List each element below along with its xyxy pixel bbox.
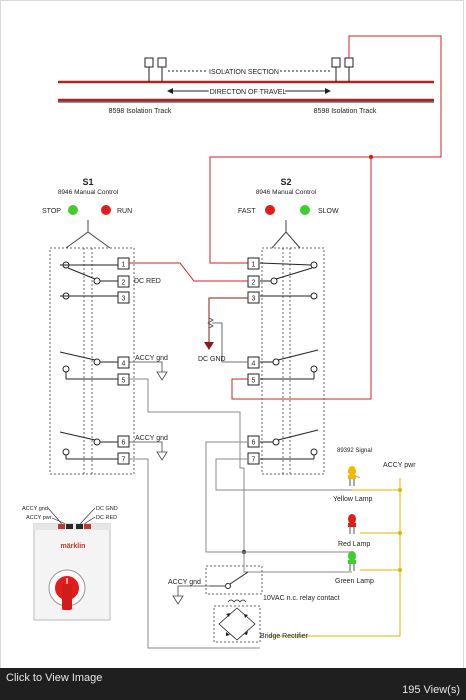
tx-accy-pwr-label: ACCY pwr	[26, 515, 52, 521]
green-lamp-wire	[243, 552, 352, 573]
tx-dc-gnd-label: DC GND	[96, 506, 118, 512]
s1-7-wire	[129, 458, 260, 649]
s2-subtitle: 8946 Manual Control	[256, 189, 317, 196]
wiring-diagram: ISOLATION SECTION DIRECTON OF TRAVEL 859…	[22, 35, 442, 649]
signal-label: 89392 Signal	[337, 448, 372, 454]
tx-brand: märklin	[61, 543, 86, 550]
s1-terminal-2: 2	[122, 280, 126, 287]
s1-green-led	[68, 205, 78, 215]
green-lamp-label: Green Lamp	[335, 578, 374, 585]
accy-gnd-symbol-3	[172, 595, 184, 605]
s1-terminals: 1 2 3 4 5 6 7	[117, 257, 130, 465]
s2-terminal-5: 5	[252, 378, 256, 385]
view-count: 195 View(s)	[402, 684, 460, 696]
isolation-post-3	[331, 57, 341, 68]
s1-red-led	[101, 205, 111, 215]
s1-terminal-6: 6	[122, 440, 126, 447]
green-lamp	[348, 551, 356, 571]
s1-switch-box	[49, 220, 135, 475]
relay-label: 10VAC n.c. relay contact	[263, 595, 340, 602]
accy-gnd-label-1: ACCY gnd	[135, 355, 168, 362]
s2-led-left-label: FAST	[238, 208, 256, 215]
s2-terminals: 1 2 3 4 5 6 7	[247, 257, 260, 465]
accy-pwr-bus	[268, 478, 401, 637]
feed-wire-red-s2-5	[231, 157, 372, 400]
dc-red-label: DC RED	[134, 278, 161, 285]
isolation-post-4	[344, 57, 354, 68]
s2-terminal-1: 1	[252, 262, 256, 269]
track-label-right: 8598 Isolation Track	[314, 108, 377, 115]
view-image-link[interactable]: Click to View Image	[6, 672, 103, 684]
s2-6-wire	[205, 441, 248, 553]
red-lamp-label: Red Lamp	[338, 541, 370, 548]
red-lamp	[348, 514, 356, 534]
feed-wire-red	[209, 35, 442, 264]
isolation-post-1	[144, 57, 154, 68]
s1-terminal-3: 3	[122, 296, 126, 303]
s2-terminal-4: 4	[252, 361, 256, 368]
gnd-link-wire	[212, 322, 248, 363]
yellow-lamp	[347, 466, 361, 486]
s1-subtitle: 8946 Manual Control	[58, 189, 119, 196]
s2-terminal-7: 7	[252, 457, 256, 464]
footer-bar: Click to View Image 195 View(s)	[0, 668, 466, 700]
relay-contact	[172, 552, 263, 605]
accy-pwr-label: ACCY pwr	[383, 462, 416, 469]
yellow-lamp-label: Yellow Lamp	[333, 496, 373, 503]
s2-led-right-label: SLOW	[318, 208, 339, 215]
s1-terminal-4: 4	[122, 361, 126, 368]
track-label-left: 8598 Isolation Track	[109, 108, 172, 115]
rectifier-label: Bridge Rectifier	[260, 633, 309, 640]
s2-switch-box	[259, 220, 325, 475]
s1-5-wire	[129, 378, 245, 552]
s1-led-right-label: RUN	[117, 208, 132, 215]
s1-led-left-label: STOP	[42, 208, 61, 215]
direction-label: DIRECTON OF TRAVEL	[210, 89, 287, 96]
accy-gnd-symbol-2	[156, 451, 168, 461]
dc-gnd-wire	[208, 297, 248, 342]
tx-accy-gnd-label: ACCY gnd	[22, 506, 48, 512]
s2-terminal-6: 6	[252, 440, 256, 447]
isolation-section-label: ISOLATION SECTION	[209, 69, 279, 76]
accy-gnd-label-3: ACCY gnd	[168, 579, 201, 586]
accy-gnd-symbol-1	[156, 371, 168, 381]
s2-title: S2	[280, 177, 291, 187]
s2-green-led	[300, 205, 310, 215]
track: ISOLATION SECTION DIRECTON OF TRAVEL 859…	[58, 57, 434, 115]
yellow-lamp-wire	[215, 458, 352, 491]
dc-red-wire	[129, 262, 248, 282]
s1-terminal-5: 5	[122, 378, 126, 385]
transformer-illustration: ACCY gnd ACCY pwr DC GND DC RED märklin	[22, 506, 118, 621]
s2-terminal-3: 3	[252, 296, 256, 303]
dc-gnd-label: DC GND	[198, 356, 226, 363]
tx-dc-red-label: DC RED	[96, 515, 117, 521]
s1-terminal-1: 1	[122, 262, 126, 269]
dc-gnd-symbol	[204, 342, 214, 350]
s1-terminal-7: 7	[122, 457, 126, 464]
s2-red-led	[265, 205, 275, 215]
isolation-post-2	[157, 57, 167, 68]
bridge-rectifier	[213, 599, 261, 643]
s2-terminal-2: 2	[252, 280, 256, 287]
s1-title: S1	[82, 177, 93, 187]
accy-gnd-label-2: ACCY gnd	[135, 435, 168, 442]
